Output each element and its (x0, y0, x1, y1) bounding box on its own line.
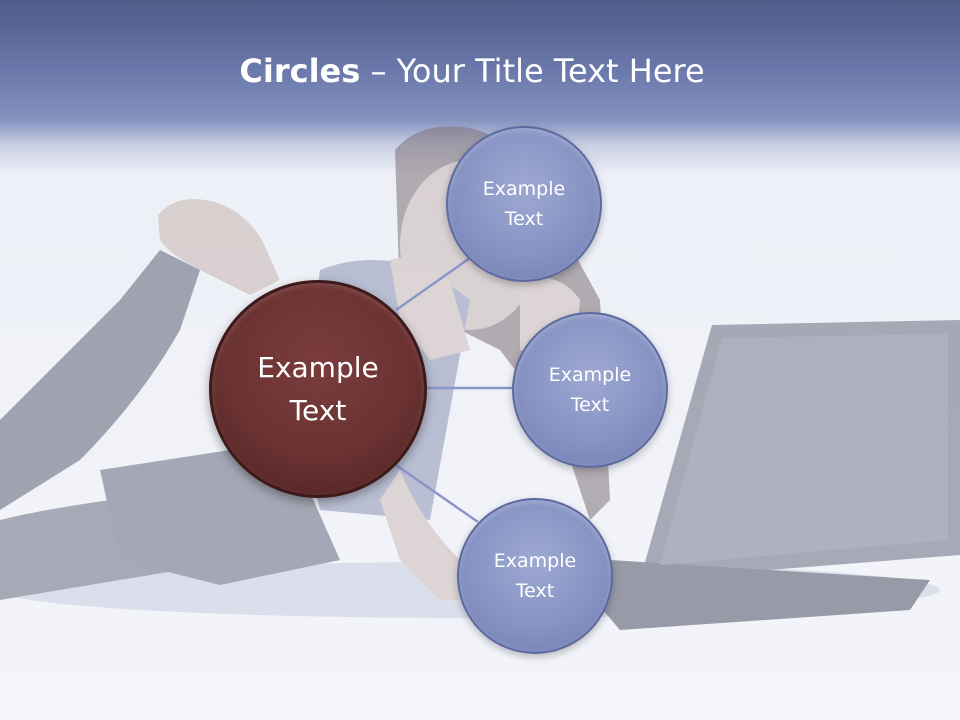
center-circle-label: Example Text (257, 351, 379, 427)
node-circle-3[interactable]: Example Text (457, 498, 613, 654)
connector-1 (395, 256, 471, 312)
node-circle-2[interactable]: Example Text (512, 312, 668, 468)
center-circle[interactable]: Example Text (209, 280, 427, 498)
connector-3 (395, 463, 479, 524)
slide-title: Circles – Your Title Text Here (0, 52, 944, 90)
node-circle-2-label: Example Text (548, 364, 632, 416)
node-circle-3-label: Example Text (493, 550, 577, 602)
node-circle-1[interactable]: Example Text (446, 126, 602, 282)
node-circle-1-label: Example Text (482, 178, 566, 230)
title-bold: Circles (239, 52, 361, 90)
title-rest: – Your Title Text Here (360, 52, 705, 90)
